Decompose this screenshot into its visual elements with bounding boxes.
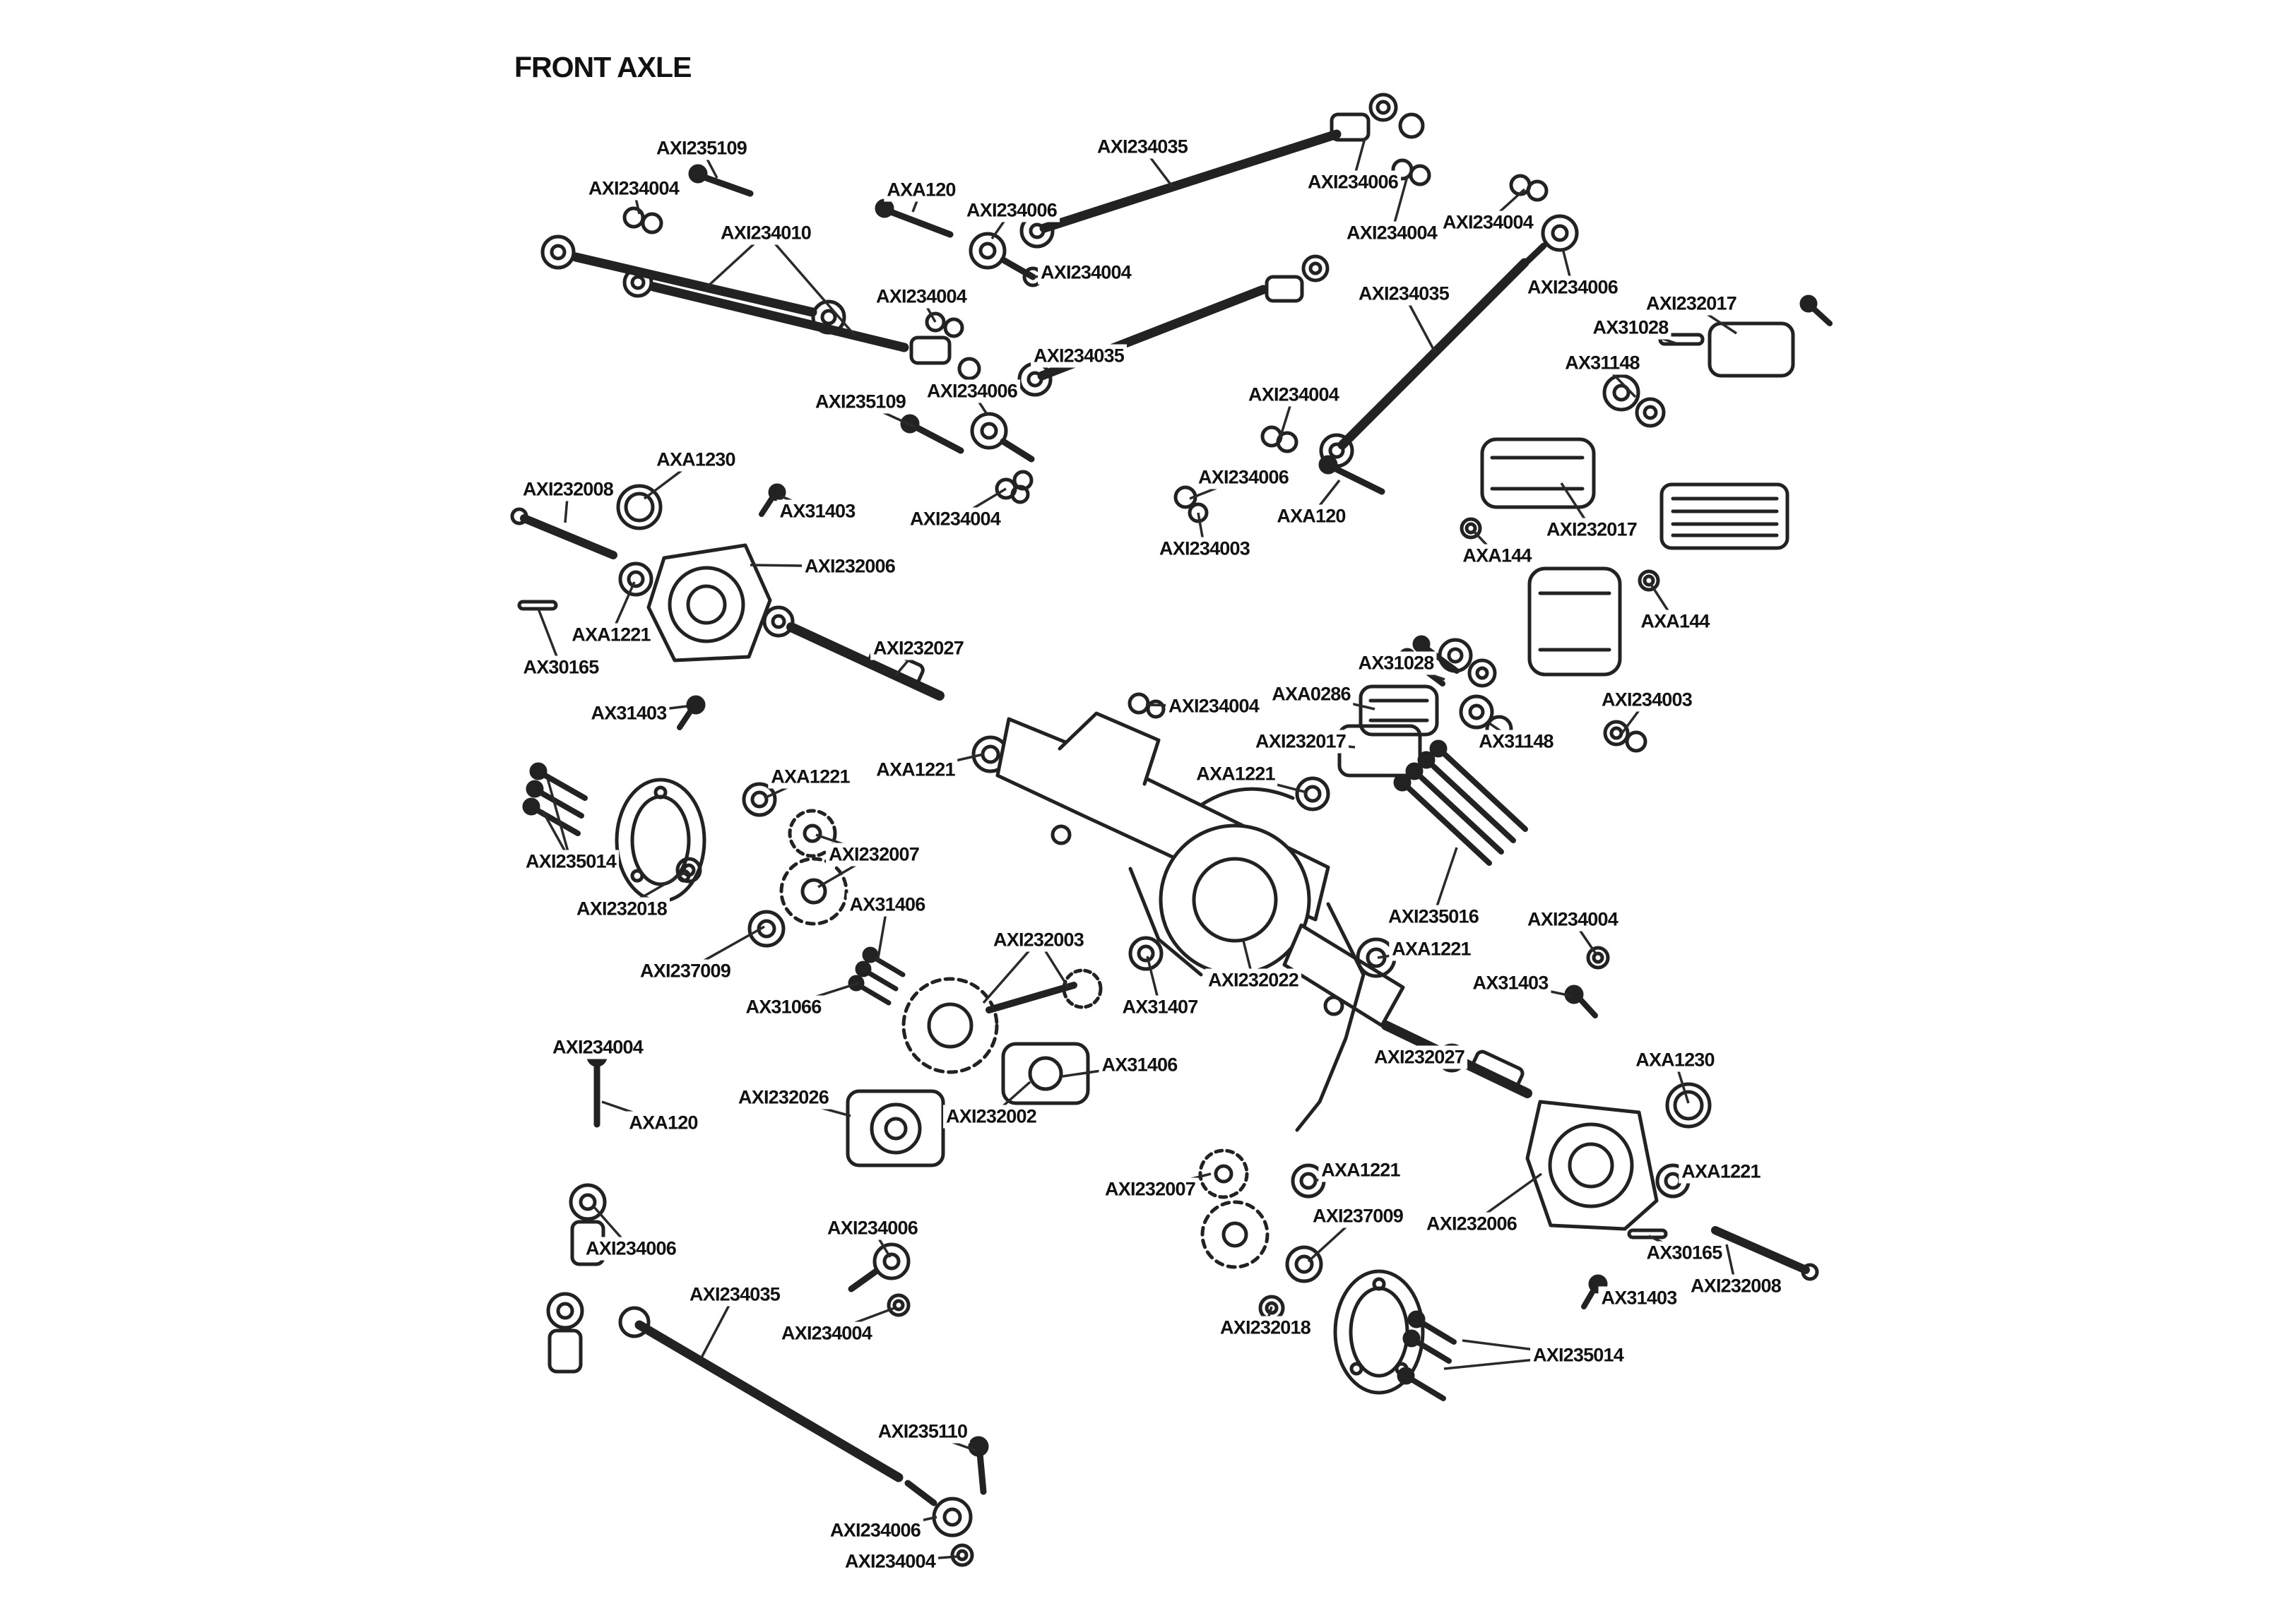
knuckle-left (510, 483, 786, 730)
part-label: AX31028 (1355, 651, 1437, 675)
part-label: AXA1221 (873, 758, 958, 782)
part-label: AX31403 (1469, 971, 1551, 995)
part-label: AXI232008 (520, 477, 616, 501)
part-label: AXI234003 (1599, 688, 1695, 712)
part-label: AXI232017 (1643, 292, 1739, 316)
part-label: AXA1221 (1318, 1158, 1403, 1182)
part-label: AXI235014 (523, 850, 619, 874)
part-label: AXI232026 (735, 1086, 832, 1110)
part-label: AXI235016 (1385, 905, 1481, 929)
part-label: AXI232008 (1688, 1274, 1784, 1298)
part-label: AXA144 (1460, 544, 1534, 568)
part-label: AXI235109 (653, 136, 750, 160)
part-label: AXA1221 (569, 623, 653, 647)
part-label: AXA1221 (768, 765, 853, 789)
part-label: AXI234004 (1038, 261, 1134, 285)
part-label: AX31028 (1590, 316, 1671, 340)
axle-housing (995, 711, 1405, 1132)
part-label: AXI232003 (990, 928, 1087, 952)
part-label: AXI232022 (1205, 968, 1301, 992)
part-label: AXI232018 (1217, 1316, 1313, 1340)
part-label: AXA1230 (1633, 1048, 1717, 1072)
part-label: AXA120 (1274, 504, 1349, 528)
part-label: AX31148 (1476, 730, 1556, 754)
part-label: AXI232002 (943, 1105, 1039, 1129)
driveline-top-right (1438, 295, 1833, 688)
part-label: AXI234004 (550, 1035, 646, 1059)
part-label: AXA1230 (653, 448, 738, 472)
part-label: AX31403 (776, 499, 858, 523)
part-label: AXI234004 (779, 1321, 875, 1345)
part-label: AXI234035 (1094, 135, 1190, 159)
part-label: AXI234004 (1166, 694, 1262, 718)
part-label: AXI232017 (1544, 518, 1640, 542)
part-label: AXI234035 (687, 1283, 783, 1307)
leader-line (546, 778, 572, 862)
part-label: AXI234035 (1031, 344, 1127, 368)
part-label: AXI234006 (824, 1216, 921, 1240)
steering-links-top-left (540, 164, 981, 381)
part-label: AXI234003 (1156, 537, 1253, 561)
part-label: AXI235014 (1530, 1343, 1626, 1367)
part-label: AXI232006 (802, 554, 898, 578)
part-label: AX30165 (1643, 1241, 1725, 1265)
part-label: AXI232018 (574, 897, 670, 921)
part-label: AXI237009 (637, 959, 733, 983)
part-label: AXA0286 (1269, 682, 1354, 706)
gears-left (522, 762, 848, 948)
gears-bottom (1198, 1148, 1457, 1401)
part-label: AXI232007 (826, 843, 922, 867)
page-title: FRONT AXLE (514, 51, 692, 83)
part-label: AX31407 (1119, 995, 1201, 1019)
part-label: AXI234006 (583, 1237, 679, 1261)
long-screws (1393, 739, 1610, 1018)
part-label: AXA144 (1638, 610, 1712, 634)
part-label: AXI234004 (1344, 221, 1440, 245)
part-label: AX31066 (742, 995, 824, 1019)
part-label: AXI237009 (1310, 1204, 1406, 1228)
part-label: AXI234004 (586, 177, 682, 201)
linkage-bottom-left (546, 1046, 989, 1567)
part-label: AXI234004 (1245, 383, 1342, 407)
part-label: AX31406 (1099, 1053, 1180, 1077)
part-label: AXI234004 (1440, 210, 1536, 234)
part-label: AXA120 (626, 1111, 701, 1135)
part-label: AXI232027 (1371, 1045, 1467, 1069)
part-label: AXI234006 (1195, 465, 1291, 489)
part-label: AXI234004 (907, 507, 1003, 531)
part-label: AXI234006 (924, 379, 1020, 403)
part-label: AX31406 (846, 893, 928, 917)
part-label: AXI234006 (1525, 275, 1621, 299)
part-label: AXI232007 (1102, 1177, 1198, 1201)
part-label: AXA1221 (1193, 762, 1278, 786)
part-label: AXI234006 (1305, 170, 1401, 194)
part-label: AXI234010 (718, 221, 814, 245)
part-label: AXI235110 (875, 1420, 971, 1444)
part-label: AX31403 (588, 701, 670, 725)
part-label: AXI235109 (812, 390, 909, 414)
part-label: AX31403 (1598, 1286, 1680, 1310)
part-label: AXI232017 (1253, 730, 1349, 754)
part-label: AXA1221 (1679, 1160, 1763, 1184)
part-label: AXI234035 (1356, 282, 1452, 306)
servo-mount (846, 1089, 945, 1167)
part-label: AXI234004 (873, 285, 969, 309)
part-label: AXA1221 (1389, 937, 1474, 961)
part-label: AXI232006 (1424, 1212, 1520, 1236)
part-label: AXI234004 (1525, 908, 1621, 932)
part-label: AXI232027 (870, 636, 966, 660)
part-label: AXI234004 (842, 1550, 938, 1574)
part-label: AXI234006 (964, 198, 1060, 222)
leader-line (764, 232, 856, 337)
part-label: AX30165 (520, 655, 602, 679)
part-label: AXA120 (884, 178, 959, 202)
part-label: AX31148 (1562, 351, 1643, 375)
part-label: AXI234006 (827, 1518, 923, 1542)
